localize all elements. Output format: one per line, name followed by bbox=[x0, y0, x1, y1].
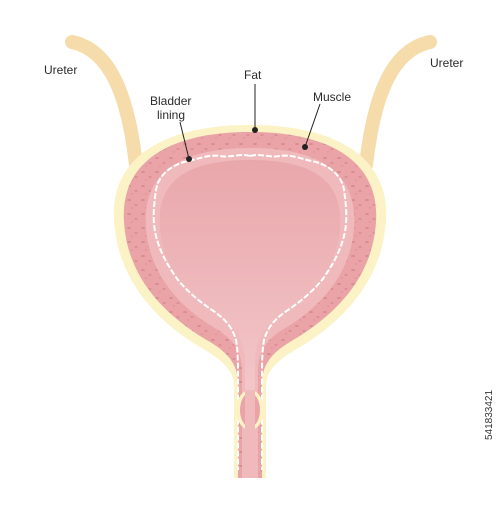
ureter-right bbox=[359, 35, 437, 172]
label-ureter-left: Ureter bbox=[44, 63, 78, 77]
muscle-dot bbox=[302, 144, 308, 150]
fat-dot bbox=[252, 127, 258, 133]
label-muscle: Muscle bbox=[313, 90, 352, 104]
label-bladder-lining-line1: Bladder bbox=[150, 94, 192, 108]
stock-id-text: 541833421 bbox=[484, 389, 495, 440]
lining-wave-left bbox=[152, 154, 251, 470]
lining-leader bbox=[179, 121, 190, 160]
ureter-left bbox=[65, 35, 143, 172]
lining-dot bbox=[186, 156, 192, 162]
lining-wave bbox=[249, 154, 348, 470]
bladder-lumen bbox=[159, 160, 341, 478]
label-ureter-right: Ureter bbox=[430, 56, 464, 70]
label-bladder-lining-line2: lining bbox=[157, 108, 186, 122]
label-fat: Fat bbox=[244, 68, 262, 82]
muscle-leader bbox=[304, 103, 321, 148]
